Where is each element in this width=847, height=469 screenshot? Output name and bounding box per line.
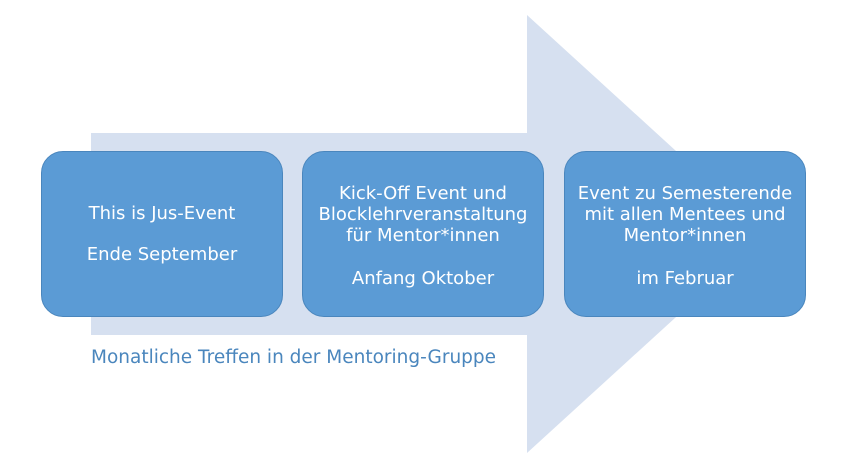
stage-1-date: Ende September (86, 244, 238, 265)
stage-1-title: This is Jus-Event (88, 203, 236, 224)
stage-3-date: im Februar (636, 268, 734, 289)
stage-box-1: This is Jus-Event Ende September (41, 151, 283, 317)
stage-2-title: Kick-Off Event und Blocklehrveranstaltun… (318, 183, 528, 246)
stage-box-3: Event zu Semesterende mit allen Mentees … (564, 151, 806, 317)
stage-box-2: Kick-Off Event und Blocklehrveranstaltun… (302, 151, 544, 317)
arrow-caption: Monatliche Treffen in der Mentoring-Grup… (91, 347, 497, 368)
stage-3-title: Event zu Semesterende mit allen Mentees … (577, 183, 793, 246)
stage-2-date: Anfang Oktober (351, 268, 495, 289)
